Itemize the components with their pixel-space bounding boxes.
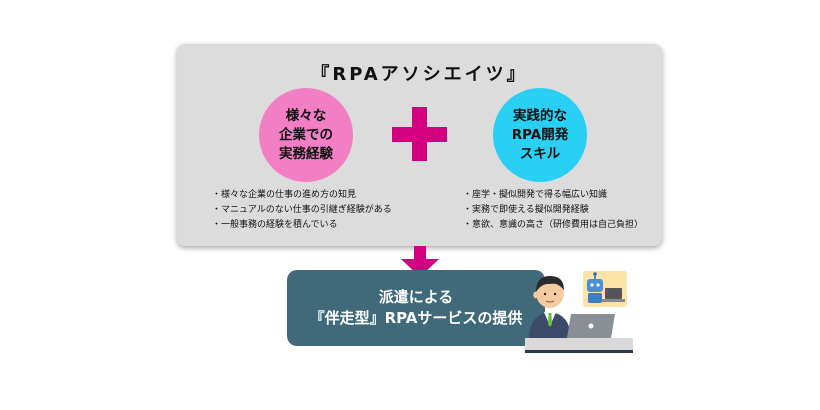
panel-title: 『RPAアソシエイツ』: [311, 64, 528, 85]
result-box: 派遣による 『伴走型』RPAサービスの提供: [287, 270, 545, 346]
experience-circle-line: 実務経験: [279, 145, 333, 162]
list-item: ・座学・擬似開発で得る幅広い知識: [463, 190, 608, 200]
skill-circle-line: 実践的な: [513, 107, 567, 124]
result-line-2: 『伴走型』RPAサービスの提供: [309, 309, 523, 327]
robot-icon: [587, 272, 603, 303]
laptop-icon: [567, 314, 615, 338]
list-item: ・マニュアルのない仕事の引継ぎ経験がある: [212, 205, 392, 215]
person-icon: [529, 276, 571, 338]
list-item: ・意欲、意識の高さ（研修費用は自己負担）: [463, 220, 644, 230]
arrow-down-icon: [414, 246, 426, 260]
experience-circle: 様々な 企業での 実務経験: [259, 88, 353, 182]
skill-bullet-list: ・座学・擬似開発で得る幅広い知識 ・実務で即使える擬似開発経験 ・意欲、意識の高…: [463, 188, 643, 233]
desk: [525, 338, 633, 350]
person-at-laptop-with-robot-icon: [525, 271, 633, 353]
skill-circle-line: スキル: [519, 145, 561, 162]
experience-bullet-list: ・様々な企業の仕事の進め方の知見 ・マニュアルのない仕事の引継ぎ経験がある ・一…: [212, 188, 392, 233]
result-line-1: 派遣による: [378, 288, 454, 306]
list-item: ・一般事務の経験を積んでいる: [212, 220, 338, 230]
experience-circle-line: 企業での: [279, 126, 333, 143]
list-item: ・実務で即使える擬似開発経験: [463, 205, 589, 215]
skill-circle-line: RPA開発: [511, 126, 569, 143]
skill-circle: 実践的な RPA開発 スキル: [493, 88, 587, 182]
plus-icon-bar: [392, 127, 447, 142]
robot-laptop-icon: [602, 288, 625, 302]
list-item: ・様々な企業の仕事の進め方の知見: [212, 190, 357, 200]
experience-circle-line: 様々な: [285, 107, 327, 124]
desk-edge: [525, 350, 633, 353]
